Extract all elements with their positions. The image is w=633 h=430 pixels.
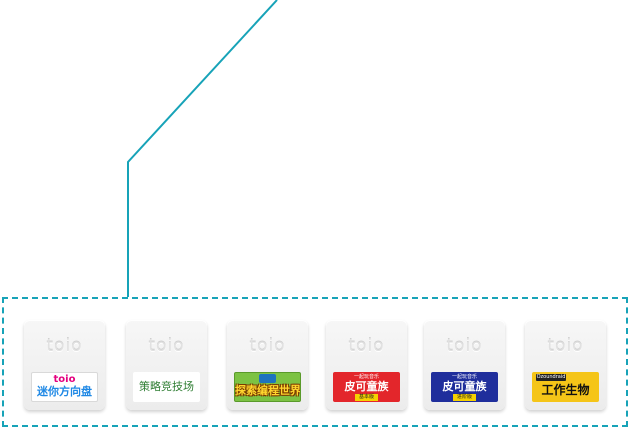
label-tag: 基本版 xyxy=(355,394,378,401)
label-subtitle: 一起玩音乐 xyxy=(451,374,477,380)
cartridge-work-creatures[interactable]: toio Ozoundraid 工作生物 xyxy=(525,320,606,410)
label-brand: toio xyxy=(53,374,76,385)
label-title: 皮可童族 xyxy=(442,380,487,393)
cartridge-label: Ozoundraid 工作生物 xyxy=(532,372,599,402)
label-tag: 进阶版 xyxy=(453,394,476,401)
callout-connector xyxy=(127,0,278,297)
cartridge-strategy-arena[interactable]: toio 策略竞技场 xyxy=(126,320,207,410)
label-title: 皮可童族 xyxy=(344,380,389,393)
label-subtitle: Ozoundraid xyxy=(536,374,566,381)
cartridge-label: 一起玩音乐 皮可童族 进阶版 xyxy=(431,372,498,402)
cartridge-label: 一起玩音乐 皮可童族 基本版 xyxy=(333,372,400,402)
label-badge-icon xyxy=(259,374,276,383)
label-title: 策略竞技场 xyxy=(139,380,194,393)
cartridge-group-frame xyxy=(2,297,628,427)
cartridge-label: 探索编程世界 xyxy=(234,372,301,402)
toio-logo: toio xyxy=(249,336,286,356)
label-title: 工作生物 xyxy=(541,383,590,397)
label-subtitle: 一起玩音乐 xyxy=(353,374,379,380)
toio-logo: toio xyxy=(148,336,185,356)
cartridge-mini-steering[interactable]: toio toio 迷你方向盘 xyxy=(24,320,105,410)
toio-logo: toio xyxy=(446,336,483,356)
toio-logo: toio xyxy=(547,336,584,356)
cartridge-pico-basic[interactable]: toio 一起玩音乐 皮可童族 基本版 xyxy=(326,320,407,410)
cartridge-label: toio 迷你方向盘 xyxy=(31,372,98,402)
toio-logo: toio xyxy=(46,336,83,356)
label-title: 迷你方向盘 xyxy=(37,385,92,398)
cartridge-label: 策略竞技场 xyxy=(133,372,200,402)
cartridge-coding-world[interactable]: toio 探索编程世界 xyxy=(227,320,308,410)
toio-logo: toio xyxy=(348,336,385,356)
label-title: 探索编程世界 xyxy=(235,384,301,397)
cartridge-pico-advanced[interactable]: toio 一起玩音乐 皮可童族 进阶版 xyxy=(424,320,505,410)
